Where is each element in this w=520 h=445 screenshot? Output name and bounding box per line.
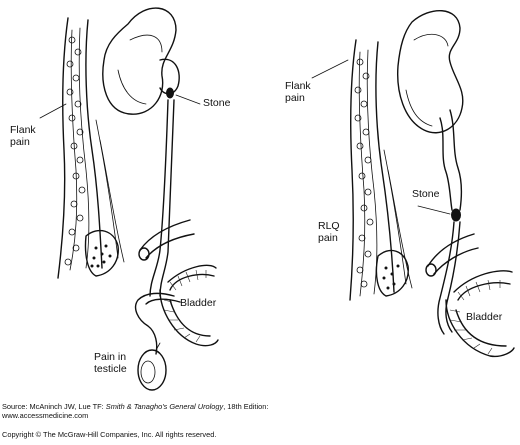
left-testicle (137, 349, 167, 391)
left-bladder-shape (159, 264, 219, 347)
copyright-line: Copyright © The McGraw-Hill Companies, I… (2, 430, 217, 439)
left-stone-mark (166, 87, 174, 99)
left-ureter (149, 99, 169, 297)
left-testicle-pain-label: Pain in testicle (94, 351, 127, 375)
right-ureter (437, 221, 455, 335)
right-kidney (397, 9, 464, 134)
right-bladder-label: Bladder (466, 311, 503, 323)
source-prefix: Source: McAninch JW, Lue TF: (2, 402, 106, 411)
right-rlq-pain-label: RLQ pain (318, 220, 340, 244)
right-spine (349, 39, 413, 301)
source-title: Smith & Tanagho's General Urology (105, 402, 224, 411)
right-panel (349, 9, 515, 358)
right-ureter-dilated (449, 109, 463, 211)
leader-lines (39, 59, 451, 351)
source-line: Source: McAninch JW, Lue TF: Smith & Tan… (2, 402, 268, 411)
right-stone-label: Stone (412, 188, 440, 200)
left-panel (57, 7, 219, 391)
right-bladder-shape (445, 270, 515, 358)
left-stone-label: Stone (203, 97, 231, 109)
source-suffix: , 18th Edition: (223, 402, 269, 411)
left-spine (57, 17, 125, 279)
right-stone-mark (451, 208, 461, 222)
left-bladder-label: Bladder (180, 297, 217, 309)
left-kidney (102, 7, 177, 115)
left-flank-pain-label: Flank pain (10, 124, 36, 148)
left-spermatic-cord (134, 292, 175, 355)
source-url: www.accessmedicine.com (2, 411, 89, 420)
right-flank-pain-label: Flank pain (285, 80, 311, 104)
